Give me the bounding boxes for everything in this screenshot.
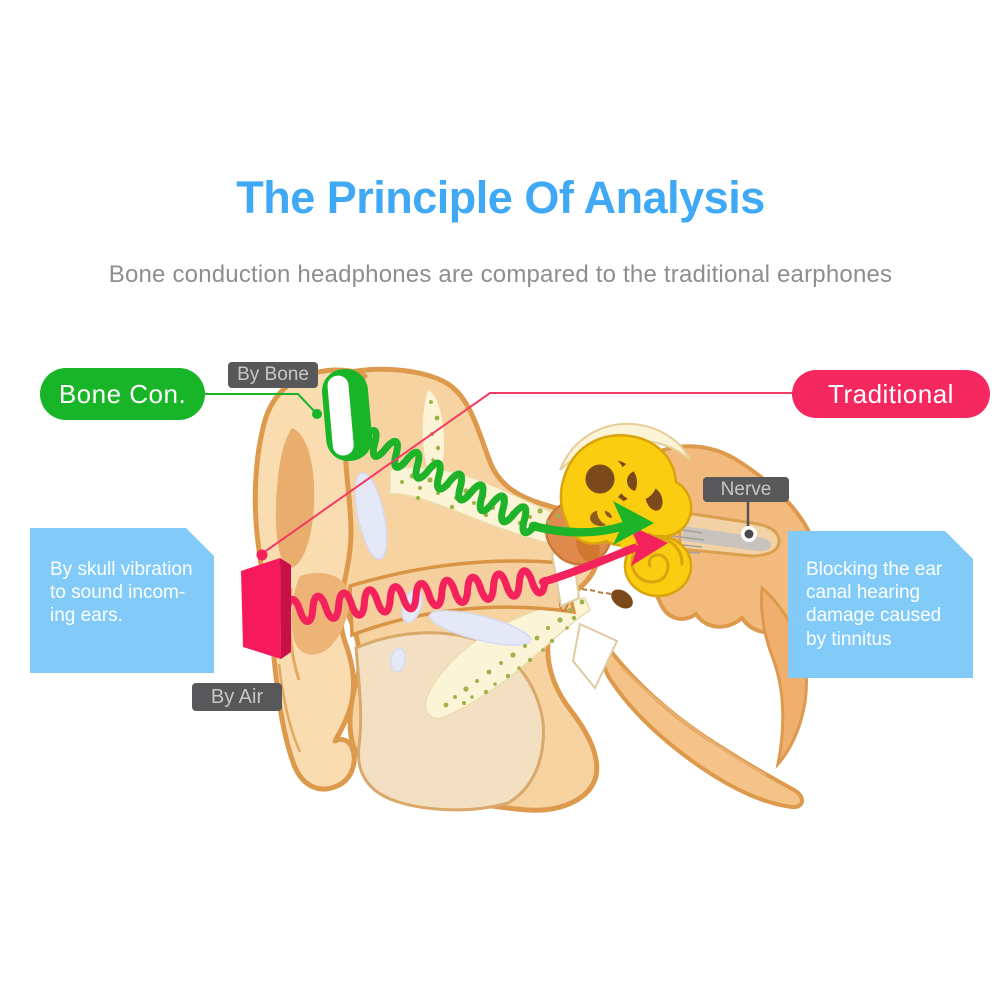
page-subtitle: Bone conduction headphones are compared … (108, 261, 893, 288)
eustachian-tube (602, 646, 804, 810)
traditional-anchor-dot (256, 549, 268, 561)
dome-bone-strip (422, 390, 445, 472)
tag-by-bone-label: By Bone (237, 364, 309, 385)
ear-anatomy-illustration (252, 366, 816, 813)
bone-conduction-pill-label: Bone Con. (58, 378, 187, 409)
bone-conduction-device-icon (321, 369, 373, 461)
air-arrow-icon (629, 525, 668, 566)
nerve-anchor-dot-inner (744, 529, 754, 539)
bone-con-anchor-dot (312, 409, 322, 419)
tag-by-air-label: By Air (210, 685, 264, 708)
eustachian-inner-line (621, 667, 767, 777)
bone-conduction-note: By skull vibration to sound incom- ing e… (30, 528, 214, 673)
air-wave-path (283, 544, 638, 626)
earphone-icon (241, 558, 291, 659)
semicircular-canals (559, 434, 693, 547)
tag-nerve-label: Nerve (720, 478, 772, 500)
tag-by-bone: By Bone (228, 362, 318, 388)
bone-conduction-pill: Bone Con. (40, 368, 205, 420)
traditional-pill: Traditional (792, 370, 990, 418)
tag-by-air: By Air (192, 683, 282, 711)
bone-con-connector-line (205, 393, 317, 414)
nerve-tube (663, 510, 781, 558)
bone-wave-path (360, 427, 629, 537)
air-conduction-note: Blocking the ear canal hearing damage ca… (788, 531, 973, 678)
pinna-antihelix-shade (275, 428, 315, 568)
pinna-fold-line-2 (277, 663, 302, 753)
middle-ear-wedge-2 (571, 622, 619, 690)
tag-nerve: Nerve (703, 477, 789, 502)
traditional-connector-line (262, 392, 792, 554)
bone-arrow-icon (613, 501, 654, 545)
concha-shade (291, 572, 350, 655)
traditional-pill-label: Traditional (828, 378, 954, 409)
page-title: The Principle Of Analysis (236, 172, 765, 223)
